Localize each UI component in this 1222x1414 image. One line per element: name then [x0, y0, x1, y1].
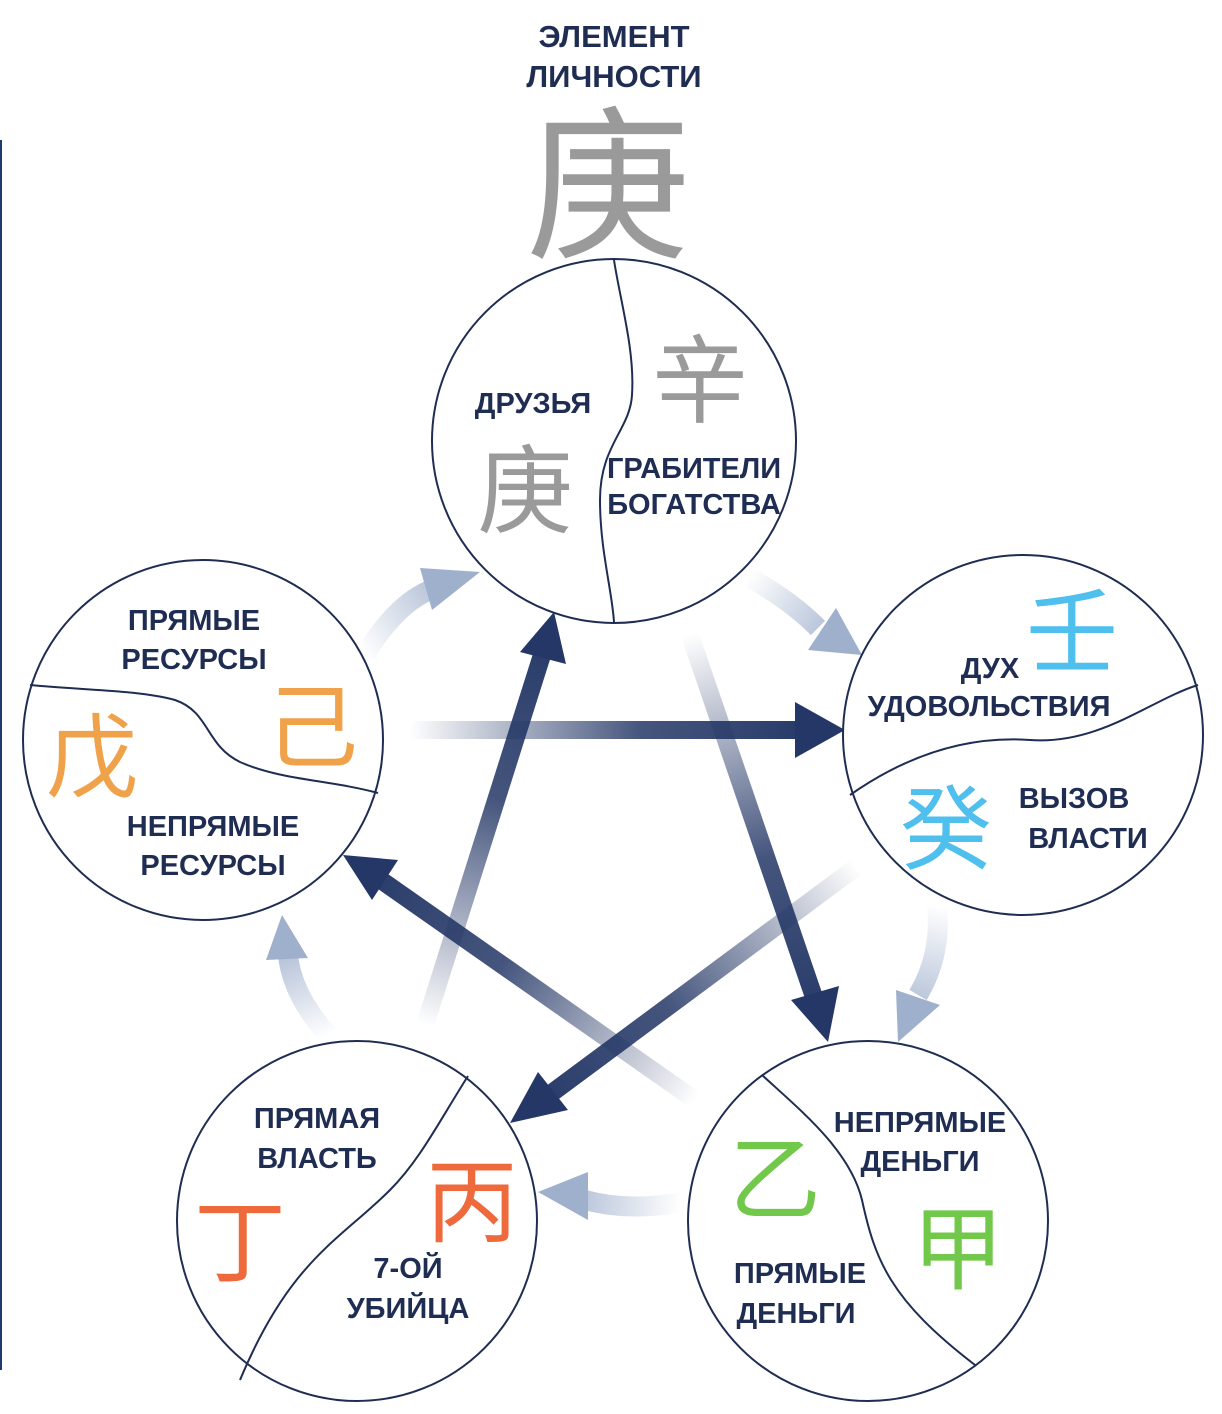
node-bottom-right-glyph-jia: 甲 [912, 1197, 1004, 1304]
node-bottom-left-divider [239, 1075, 469, 1381]
node-bottom-left: ПРЯМАЯ ВЛАСТЬ 丙 丁 7-ОЙ УБИЙЦА [176, 1040, 538, 1402]
node-left-glyph-wu: 戊 [46, 705, 138, 812]
left-edge-bar [0, 140, 2, 1370]
node-right-glyph-ren: 壬 [1026, 580, 1118, 687]
node-bottom-left-glyph-bing: 丙 [426, 1150, 518, 1257]
node-bottom-right-label-indirect-1: НЕПРЯМЫЕ [834, 1107, 1007, 1139]
cycle-arrow-bottomright-to-bottomleft [582, 1190, 684, 1217]
node-right-divider [849, 684, 1199, 796]
node-right: 壬 ДУХ УДОВОЛЬСТВИЯ 癸 ВЫЗОВ ВЛАСТИ [842, 554, 1204, 916]
cycle-arrowhead-bottomleft-to-left [266, 915, 308, 960]
node-bottom-left-label-power-2: ВЛАСТЬ [257, 1143, 377, 1175]
star-arrowhead-left-to-right [795, 702, 845, 758]
node-right-label-spirit-1: ДУХ [961, 653, 1020, 685]
node-bottom-right-glyph-yi: 乙 [729, 1127, 821, 1234]
node-bottom-right: НЕПРЯМЫЕ ДЕНЬГИ 乙 甲 ПРЯМЫЕ ДЕНЬГИ [687, 1040, 1049, 1402]
node-bottom-left-label-power-1: ПРЯМАЯ [254, 1103, 380, 1135]
star-arrow-bottomleft-to-top [416, 652, 551, 1028]
star-arrowhead-bottomright-to-left [343, 855, 398, 900]
node-left-label-direct-1: ПРЯМЫЕ [128, 605, 260, 637]
star-arrow-right-to-bottomleft [539, 860, 861, 1106]
cycle-arrows [266, 568, 948, 1220]
node-left-circle [22, 559, 384, 921]
star-arrow-bottomright-to-left [372, 870, 701, 1108]
node-bottom-right-label-direct-1: ПРЯМЫЕ [734, 1258, 866, 1290]
cycle-arrow-right-to-bottomright [909, 904, 948, 1001]
node-right-label-challenge-1: ВЫЗОВ [1019, 783, 1130, 815]
cycle-arrowhead-top-to-right [808, 608, 862, 655]
cycle-arrow-bottomleft-to-left [278, 953, 336, 1042]
node-right-label-spirit-2: УДОВОЛЬСТВИЯ [868, 691, 1111, 723]
cycle-arrow-top-to-right [745, 569, 826, 636]
node-left-divider [29, 684, 379, 794]
node-left-label-indirect-1: НЕПРЯМЫЕ [127, 811, 300, 843]
node-top: ДРУЗЬЯ 辛 庚 ГРАБИТЕЛИ БОГАТСТВА [431, 258, 797, 624]
node-bottom-right-label-indirect-2: ДЕНЬГИ [860, 1146, 979, 1178]
node-bottom-right-label-direct-2: ДЕНЬГИ [736, 1298, 855, 1330]
title-line-2: ЛИЧНОСТИ [526, 59, 701, 94]
node-top-glyph-geng: 庚 [477, 436, 573, 548]
cycle-arrowhead-right-to-bottomright [896, 990, 940, 1042]
node-right-circle [842, 554, 1204, 916]
star-arrows [343, 612, 861, 1123]
cycle-arrowhead-left-to-top [420, 568, 480, 610]
node-left-glyph-ji: 己 [266, 675, 358, 782]
node-top-label-friends: ДРУЗЬЯ [475, 388, 591, 420]
node-bottom-left-glyph-ding: 丁 [194, 1190, 286, 1297]
node-bottom-left-label-killer-2: УБИЙЦА [347, 1291, 470, 1325]
star-arrowhead-right-to-bottomleft [510, 1072, 568, 1123]
title-glyph: 庚 [526, 92, 691, 284]
star-arrow-top-to-bottomright [681, 632, 824, 1003]
node-top-label-robbers-1: ГРАБИТЕЛИ [607, 453, 781, 485]
cycle-arrowhead-bottomright-to-bottomleft [538, 1172, 588, 1220]
personality-element-header: ЭЛЕМЕНТ ЛИЧНОСТИ 庚 [526, 19, 702, 284]
node-top-divider [598, 259, 634, 623]
node-bottom-left-label-killer-1: 7-ОЙ [373, 1251, 442, 1285]
title-line-1: ЭЛЕМЕНТ [538, 19, 689, 54]
node-bottom-right-circle [687, 1040, 1049, 1402]
node-left-label-indirect-2: РЕСУРСЫ [140, 850, 285, 882]
node-top-glyph-xin: 辛 [652, 326, 748, 438]
node-right-label-challenge-2: ВЛАСТИ [1028, 823, 1148, 855]
star-arrowhead-bottomleft-to-top [520, 612, 566, 664]
node-left-label-direct-2: РЕСУРСЫ [121, 644, 266, 676]
cycle-arrow-left-to-top [356, 580, 435, 661]
node-bottom-right-divider [761, 1074, 976, 1366]
node-left: ПРЯМЫЕ РЕСУРСЫ 己 戊 НЕПРЯМЫЕ РЕСУРСЫ [22, 559, 384, 921]
node-top-label-robbers-2: БОГАТСТВА [607, 489, 781, 521]
node-right-glyph-gui: 癸 [900, 777, 992, 884]
star-arrowhead-top-to-bottomright [791, 986, 839, 1042]
